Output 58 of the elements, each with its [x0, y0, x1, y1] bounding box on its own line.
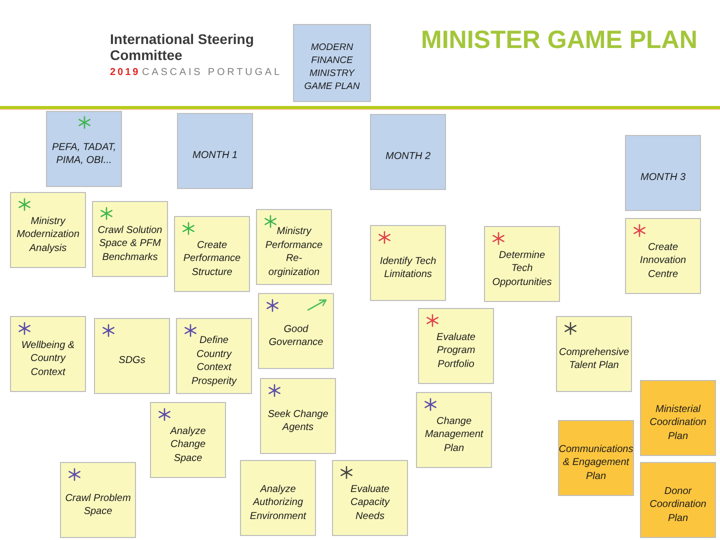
sticky-note — [256, 209, 332, 285]
sticky-note — [418, 308, 494, 384]
event-location: CASCAIS PORTUGAL — [142, 67, 282, 78]
sticky-note — [370, 225, 446, 301]
note-text: MONTH 3 — [640, 171, 686, 185]
sticky-note — [293, 24, 371, 102]
committee-name: International Steering Committee — [110, 31, 255, 63]
note-text: Determine Tech Opportunities — [491, 248, 553, 290]
sticky-note — [46, 111, 122, 187]
note-text: Change Management Plan — [424, 414, 484, 456]
sticky-note — [556, 316, 632, 392]
event-year: 2019 — [110, 67, 140, 78]
note-text: Define Country Context Prosperity — [190, 334, 238, 388]
sticky-note — [484, 226, 560, 302]
sticky-note — [332, 460, 408, 536]
sticky-note — [625, 135, 701, 211]
note-text: MONTH 1 — [192, 149, 238, 163]
note-text: Evaluate Program Portfolio — [436, 330, 476, 372]
note-text: Wellbeing & Country Context — [20, 338, 76, 380]
note-text: Identify Tech Limitations — [378, 254, 438, 282]
sticky-note — [94, 318, 170, 394]
sticky-note — [558, 420, 634, 496]
note-text: MODERN FINANCE MINISTRY GAME PLAN — [303, 42, 361, 94]
sticky-note — [240, 460, 316, 536]
note-text: PEFA, TADAT, PIMA, OBI... — [51, 140, 117, 168]
sticky-note — [60, 462, 136, 538]
sticky-note — [174, 216, 250, 292]
note-text: Create Innovation Centre — [638, 240, 688, 282]
sticky-note — [640, 380, 716, 456]
sticky-note — [260, 378, 336, 454]
note-text: Crawl Problem Space — [65, 492, 131, 518]
note-text: Evaluate Capacity Needs — [350, 482, 391, 524]
sticky-note — [10, 316, 86, 392]
page-title: MINISTER GAME PLAN — [421, 26, 698, 55]
note-text: Crawl Solution Space & PFM Benchmarks — [97, 224, 163, 264]
sticky-note — [10, 192, 86, 268]
sticky-note — [370, 114, 446, 190]
sticky-note — [625, 218, 701, 294]
note-text: Donor Coordination Plan — [648, 484, 708, 526]
note-text: Ministry Modernization Analysis — [16, 214, 80, 256]
note-text: Seek Change Agents — [266, 408, 330, 434]
note-text: Good Governance — [268, 322, 324, 350]
note-text: Comprehensive Talent Plan — [558, 346, 630, 372]
sticky-note — [416, 392, 492, 468]
sticky-note — [92, 201, 168, 277]
note-text: SDGs — [118, 354, 146, 368]
note-text: MONTH 2 — [386, 150, 430, 164]
note-text: Analyze Change Space — [168, 424, 207, 466]
sticky-note — [176, 318, 252, 394]
note-text: Ministerial Coordination Plan — [648, 402, 708, 444]
note-text: Ministry Performance Re-orginization — [264, 225, 324, 279]
sticky-note — [640, 462, 716, 538]
sticky-note — [258, 293, 334, 369]
note-text: Create Performance Structure — [182, 238, 242, 280]
note-text: Communications & Engagement Plan — [558, 442, 634, 484]
sticky-note — [150, 402, 226, 478]
note-text: Analyze Authorizing Environment — [248, 482, 308, 524]
sticky-note — [177, 113, 253, 189]
